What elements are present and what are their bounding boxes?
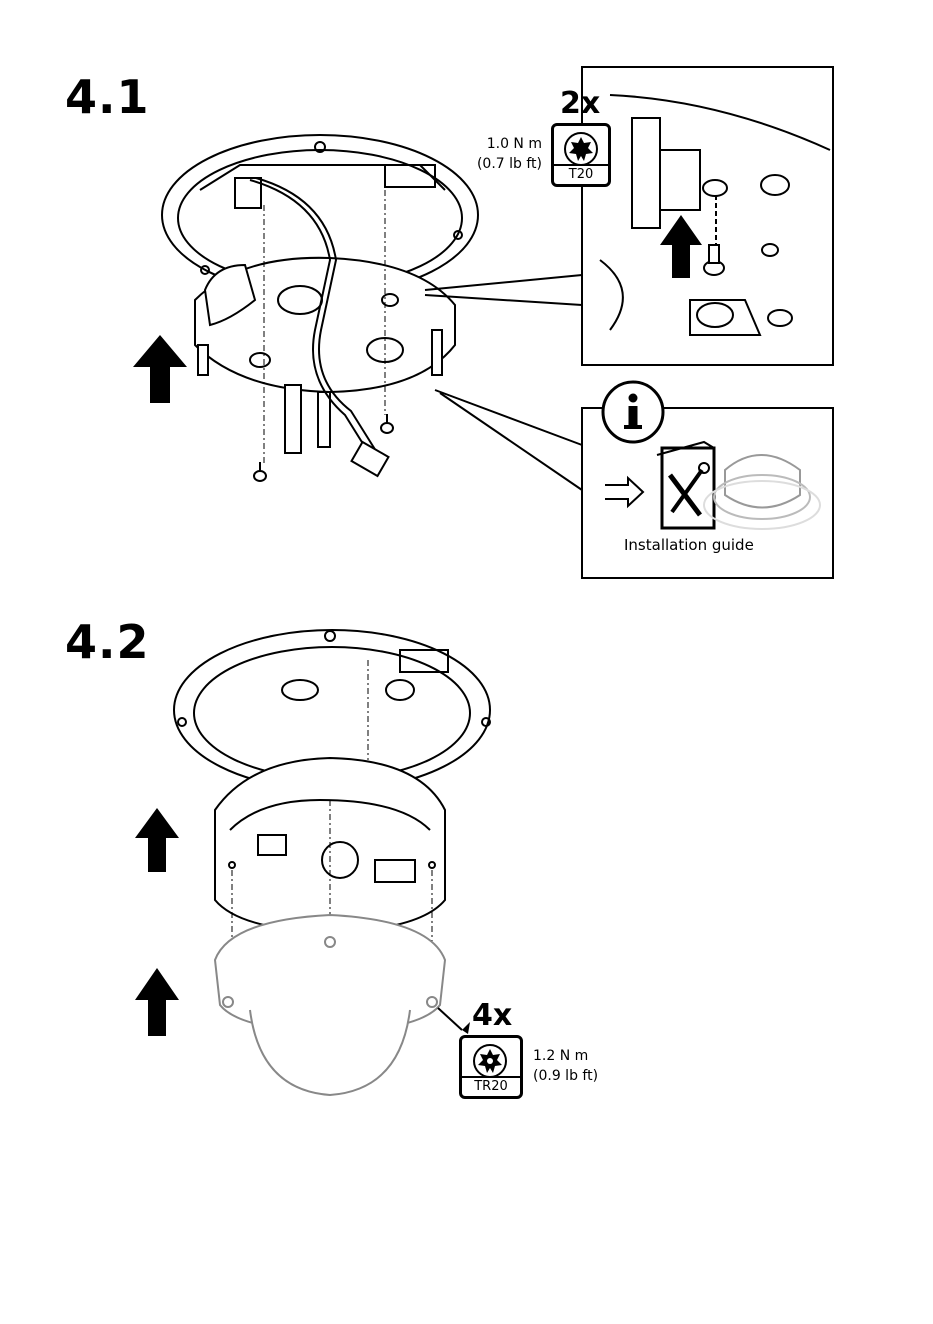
step-number-4-2: 4.2 (65, 615, 150, 669)
installation-guide-label: Installation guide (624, 536, 754, 554)
step-number-4-1: 4.1 (65, 70, 150, 124)
screw-quantity-4-1: 2x (560, 86, 600, 121)
torque-lbft-4-1: (0.7 lb ft) (460, 154, 542, 174)
dome-cover-4-2 (215, 915, 445, 1095)
guide-book-icon (657, 442, 714, 528)
detail-box (582, 67, 833, 365)
screw-quantity-4-2: 4x (472, 998, 512, 1033)
torx-icon (562, 131, 600, 167)
bit-label-4-2: TR20 (462, 1076, 520, 1094)
torx-bit-badge-4-2: TR20 (459, 1035, 523, 1099)
torque-spec-4-2: 1.2 N m (0.9 lb ft) (533, 1046, 598, 1086)
torque-lbft-4-2: (0.9 lb ft) (533, 1066, 598, 1086)
bit-label-4-1: T20 (554, 164, 608, 182)
torque-spec-4-1: 1.0 N m (0.7 lb ft) (460, 134, 542, 174)
pointer-line (438, 1008, 462, 1030)
torx-bit-badge-4-1: T20 (551, 123, 611, 187)
torque-nm-4-1: 1.0 N m (460, 134, 542, 154)
arrow-up-icon (135, 808, 179, 872)
torx-tamper-icon (470, 1043, 510, 1079)
arrow-up-icon (135, 968, 179, 1036)
arrow-up-icon (133, 335, 187, 403)
torque-nm-4-2: 1.2 N m (533, 1046, 598, 1066)
